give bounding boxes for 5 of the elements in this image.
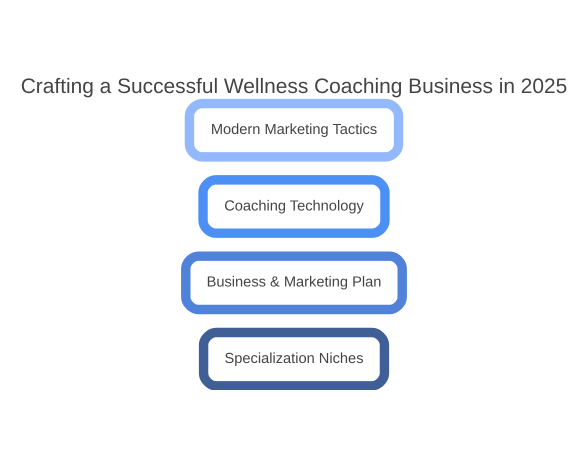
- node-box: Business & Marketing Plan: [181, 250, 407, 314]
- node-box: Specialization Niches: [198, 327, 390, 390]
- node-box: Coaching Technology: [198, 174, 390, 238]
- diagram-title: Crafting a Successful Wellness Coaching Business in 2025: [20, 74, 568, 98]
- node-box: Modern Marketing Tactics: [184, 98, 404, 162]
